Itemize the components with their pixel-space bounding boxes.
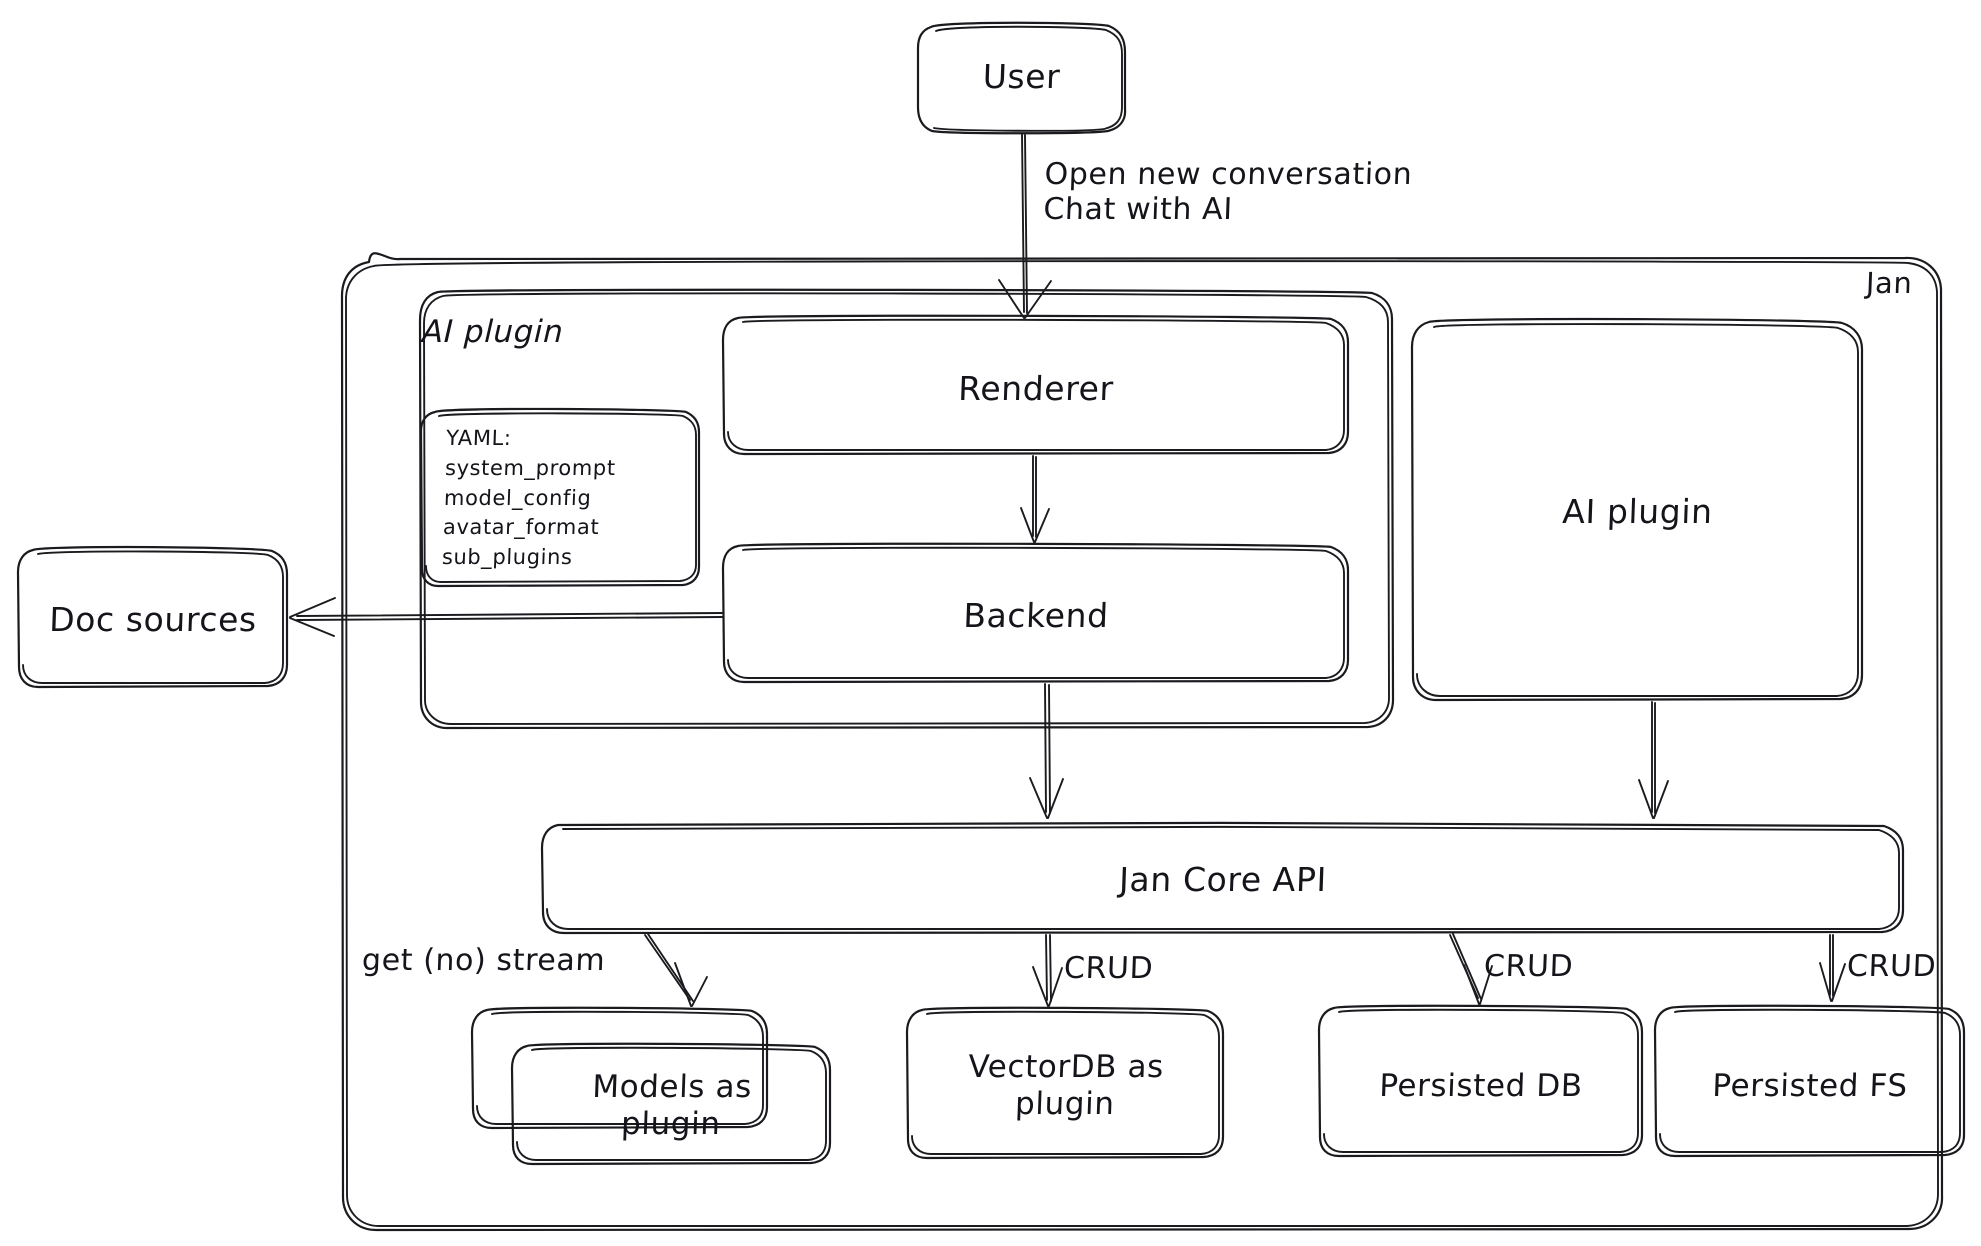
backend-box-outline <box>721 542 1350 684</box>
ai-plugin-group-label: AI plugin <box>421 314 565 350</box>
renderer-box-outline <box>721 314 1350 456</box>
yaml-note-outline <box>419 407 701 588</box>
persisted-db-label: Persisted DB <box>1378 1068 1584 1104</box>
vectordb-plugin-label: VectorDB as plugin <box>967 1049 1165 1122</box>
doc-sources-label: Doc sources <box>48 600 258 639</box>
models-plugin-front-box-outline <box>510 1042 832 1166</box>
jan-container-label: Jan <box>1865 266 1914 300</box>
backend-label: Backend <box>962 596 1110 635</box>
user-label: User <box>982 57 1062 96</box>
doc-sources-box-outline <box>16 545 289 689</box>
renderer-label: Renderer <box>957 369 1115 408</box>
edge-label-core-api-to-persisted-db: CRUD <box>1483 949 1574 984</box>
user-box-outline <box>916 21 1127 135</box>
ai-plugin-group-outline <box>418 288 1395 730</box>
edge-label-core-api-to-vectordb: CRUD <box>1063 951 1154 986</box>
edge-core-api-to-persisted-fs <box>1819 934 1846 1002</box>
edge-ai-plugin-to-core-api <box>1638 701 1669 819</box>
jan-core-api-label: Jan Core API <box>1118 860 1328 899</box>
edge-core-api-to-vectordb <box>1032 934 1063 1007</box>
ai-plugin-box-label: AI plugin <box>1561 492 1714 531</box>
models-plugin-back-box-outline <box>470 1006 769 1130</box>
edge-backend-to-doc-sources <box>289 597 723 637</box>
yaml-note-label: YAML: system_prompt model_config avatar_… <box>441 426 617 570</box>
ai-plugin-box-outline <box>1410 317 1864 702</box>
edge-label-core-api-to-persisted-fs: CRUD <box>1846 949 1937 984</box>
persisted-fs-label: Persisted FS <box>1711 1068 1909 1104</box>
edge-label-user-to-renderer: Open new conversation Chat with AI <box>1042 157 1413 228</box>
edge-core-api-to-persisted-db <box>1449 933 1493 1005</box>
jan-container-outline <box>340 252 1944 1232</box>
models-plugin-label: Models as plugin <box>591 1069 753 1142</box>
edge-core-api-to-models <box>644 933 708 1007</box>
vectordb-plugin-box-outline <box>905 1006 1225 1160</box>
edge-user-to-renderer <box>998 133 1052 319</box>
persisted-fs-box-outline <box>1653 1004 1966 1158</box>
edge-label-core-api-to-models: get (no) stream <box>361 943 606 978</box>
edge-backend-to-core-api <box>1029 683 1064 819</box>
edge-renderer-to-backend <box>1020 455 1050 543</box>
persisted-db-box-outline <box>1317 1004 1644 1158</box>
